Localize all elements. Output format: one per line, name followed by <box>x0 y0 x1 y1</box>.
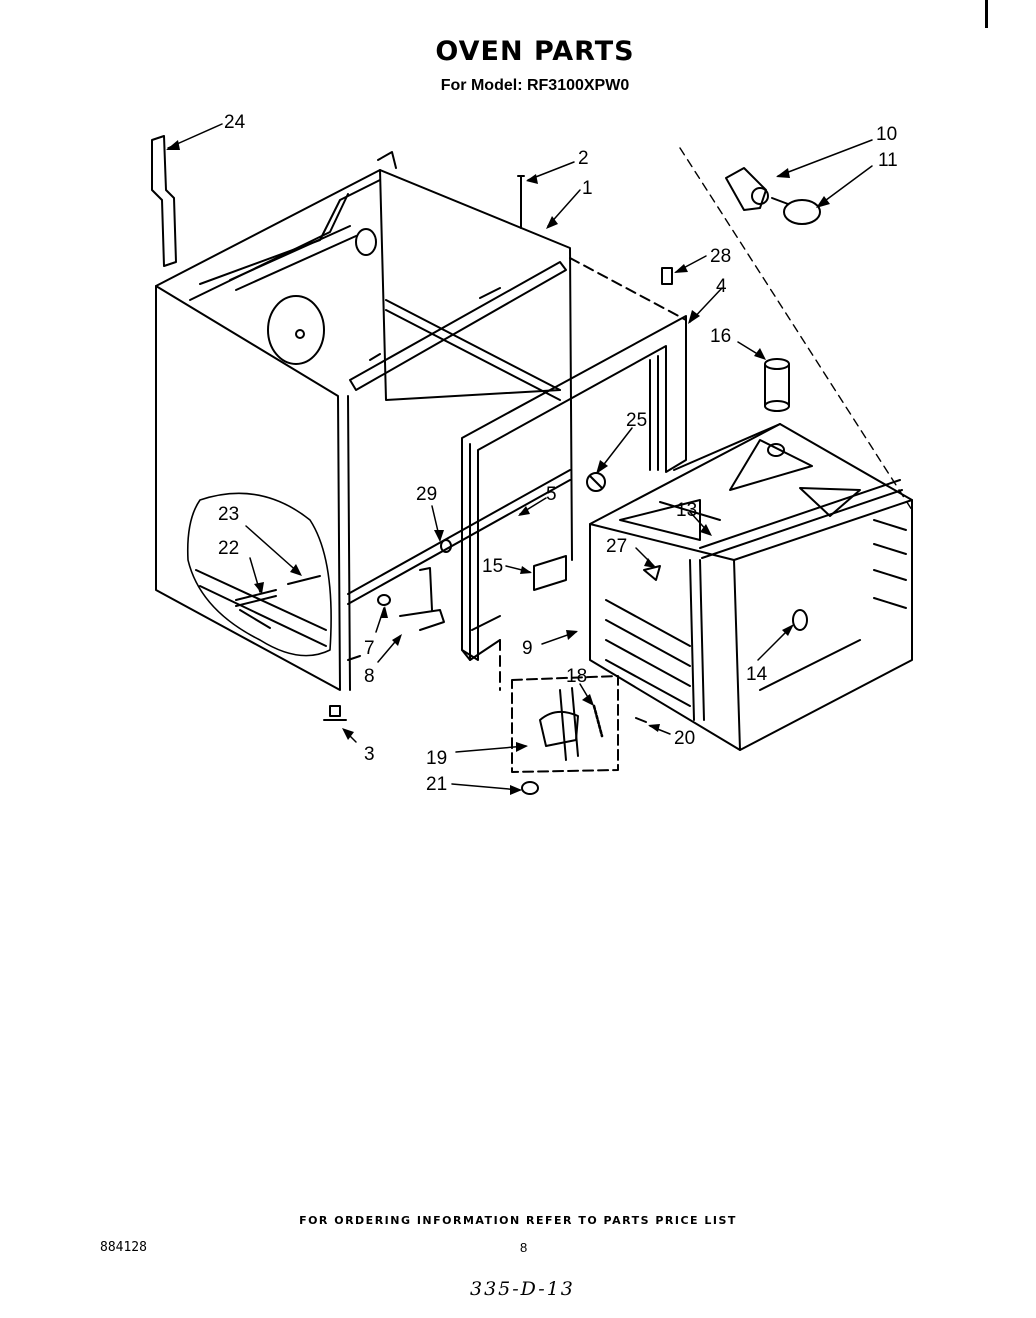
callout-5: 5 <box>546 484 557 505</box>
callout-11: 11 <box>878 150 898 171</box>
page-number: 8 <box>520 1240 528 1255</box>
callout-22: 22 <box>218 538 239 559</box>
callout-15: 15 <box>482 556 503 577</box>
callout-2: 2 <box>578 148 589 169</box>
callout-25: 25 <box>626 410 647 431</box>
callout-21: 21 <box>426 774 447 795</box>
arrowheads <box>166 140 830 795</box>
small-parts <box>151 135 913 795</box>
callout-8: 8 <box>364 666 375 687</box>
model-subtitle: For Model: RF3100XPW0 <box>440 77 630 94</box>
callout-4: 4 <box>716 276 727 297</box>
callout-19: 19 <box>426 748 447 769</box>
callout-10: 10 <box>876 124 897 145</box>
callout-23: 23 <box>218 504 239 525</box>
callout-labels: 24 2 1 10 11 28 4 16 25 29 5 23 22 15 27… <box>218 112 898 795</box>
page-edge-mark <box>985 0 988 28</box>
callout-14: 14 <box>746 664 768 685</box>
callout-18: 18 <box>566 666 587 687</box>
callout-7: 7 <box>364 638 375 659</box>
oven-liner <box>589 423 913 751</box>
callout-13: 13 <box>676 500 697 521</box>
callout-9: 9 <box>522 638 533 659</box>
callout-28: 28 <box>710 246 731 267</box>
callout-3: 3 <box>364 744 375 765</box>
handwritten-reference: 335-D-13 <box>470 1278 575 1300</box>
callout-29: 29 <box>416 484 437 505</box>
callout-16: 16 <box>710 326 731 347</box>
callout-1: 1 <box>582 178 593 199</box>
callout-20: 20 <box>674 728 695 749</box>
page-title: OVEN PARTS <box>435 36 635 67</box>
front-frame <box>461 315 687 661</box>
document-number: 884128 <box>100 1240 147 1255</box>
callout-24: 24 <box>224 112 246 133</box>
ordering-info-note: FOR ORDERING INFORMATION REFER TO PARTS … <box>299 1214 737 1227</box>
callout-27: 27 <box>606 536 627 557</box>
cabinet-body <box>155 151 687 691</box>
